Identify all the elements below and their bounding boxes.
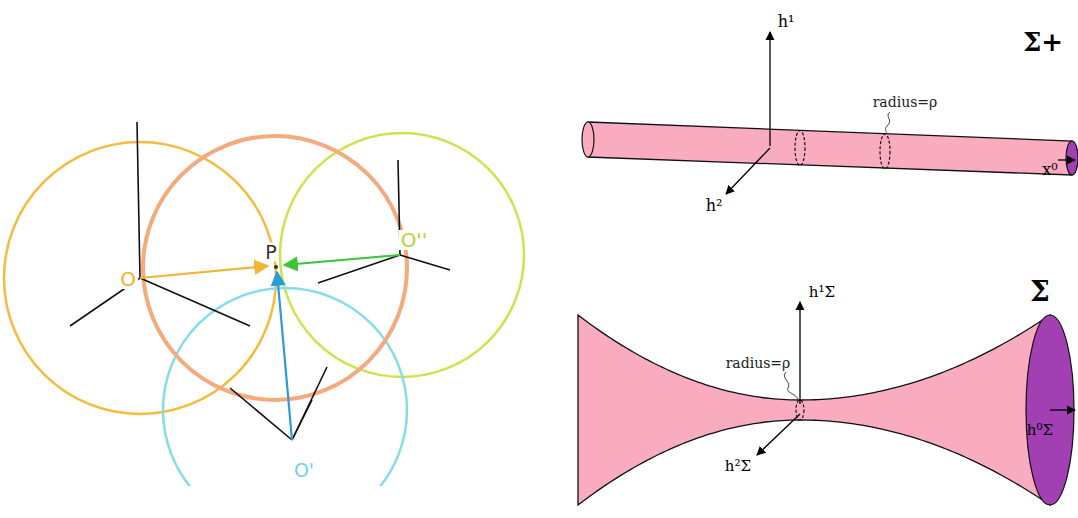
circle-p-inner bbox=[143, 136, 407, 400]
point-label: O'' bbox=[399, 230, 430, 250]
axis-label: h² bbox=[704, 198, 725, 214]
tube bbox=[588, 122, 1072, 175]
circle-o2 bbox=[280, 133, 524, 377]
hyperboloid bbox=[578, 315, 1074, 505]
hyperboloid-body bbox=[578, 315, 1050, 505]
radius-label: radius=ρ bbox=[724, 356, 793, 370]
axis-label: h²Σ bbox=[723, 459, 753, 474]
tube-end bbox=[582, 122, 594, 157]
axis-h2 bbox=[726, 148, 770, 194]
axis-label: h¹ bbox=[776, 14, 797, 30]
leader-line bbox=[784, 372, 798, 399]
point-p bbox=[274, 265, 278, 269]
leader-line bbox=[885, 112, 890, 134]
axis-h1s bbox=[799, 302, 800, 404]
axis-h1 bbox=[769, 32, 770, 146]
hyperboloid-cap bbox=[1026, 315, 1074, 505]
circle-p bbox=[143, 136, 407, 400]
radius-label: radius=ρ bbox=[871, 95, 940, 109]
vector-op bbox=[140, 266, 268, 278]
point-label: O' bbox=[292, 461, 316, 480]
radius-ring bbox=[880, 134, 890, 169]
axis-h2s bbox=[757, 414, 800, 455]
circle-o1 bbox=[163, 288, 407, 486]
surface-label: Σ bbox=[1028, 278, 1052, 306]
radius-ring bbox=[795, 131, 805, 166]
circle-o bbox=[4, 142, 276, 414]
surface-label: Σ+ bbox=[1021, 29, 1065, 55]
axis-label: x⁰ bbox=[1040, 162, 1059, 178]
axis-h0s bbox=[1050, 409, 1075, 410]
vector-o1p bbox=[277, 272, 292, 440]
point-label: O bbox=[118, 269, 138, 289]
axis-label: h¹Σ bbox=[807, 285, 837, 300]
axis-label: h⁰Σ bbox=[1025, 423, 1055, 438]
frame-axes bbox=[70, 122, 450, 440]
tube-cap bbox=[1066, 141, 1078, 175]
point-label: P bbox=[263, 243, 278, 262]
axis-x0 bbox=[1058, 159, 1075, 160]
vector-o2p bbox=[284, 255, 400, 265]
